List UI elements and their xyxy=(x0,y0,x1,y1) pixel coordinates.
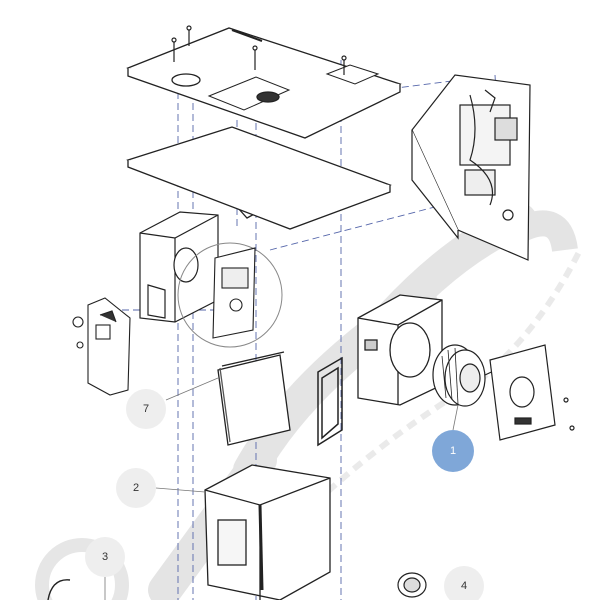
part-callout-1-selected[interactable]: 1 xyxy=(432,430,474,472)
top-cover-plate xyxy=(126,27,402,139)
part-callout-4[interactable]: 4 xyxy=(444,566,484,600)
callout-label: 7 xyxy=(142,403,150,415)
connector-fitting xyxy=(397,572,427,598)
leader-lines xyxy=(104,377,459,600)
control-box-assembly xyxy=(411,74,531,261)
callout-label: 4 xyxy=(460,580,468,592)
gasket xyxy=(126,126,392,230)
part-callout-2[interactable]: 2 xyxy=(116,468,156,508)
spring-clip xyxy=(47,579,71,600)
mounting-plate xyxy=(489,344,575,441)
detail-circle xyxy=(177,242,283,348)
callout-label: 3 xyxy=(101,551,109,563)
cover-screws xyxy=(171,25,347,75)
main-enclosure xyxy=(204,464,331,600)
part-callout-3[interactable]: 3 xyxy=(85,537,125,577)
callout-label: 2 xyxy=(132,482,140,494)
filter-panel xyxy=(217,351,291,446)
frame-gasket xyxy=(317,356,343,447)
fan-housing-left xyxy=(139,211,219,323)
callout-label: 1 xyxy=(449,445,457,457)
part-callout-7[interactable]: 7 xyxy=(126,389,166,429)
fan-motor xyxy=(432,344,501,407)
wall-bracket xyxy=(72,297,131,396)
control-board-detail xyxy=(212,247,256,339)
fan-casing xyxy=(357,294,443,406)
